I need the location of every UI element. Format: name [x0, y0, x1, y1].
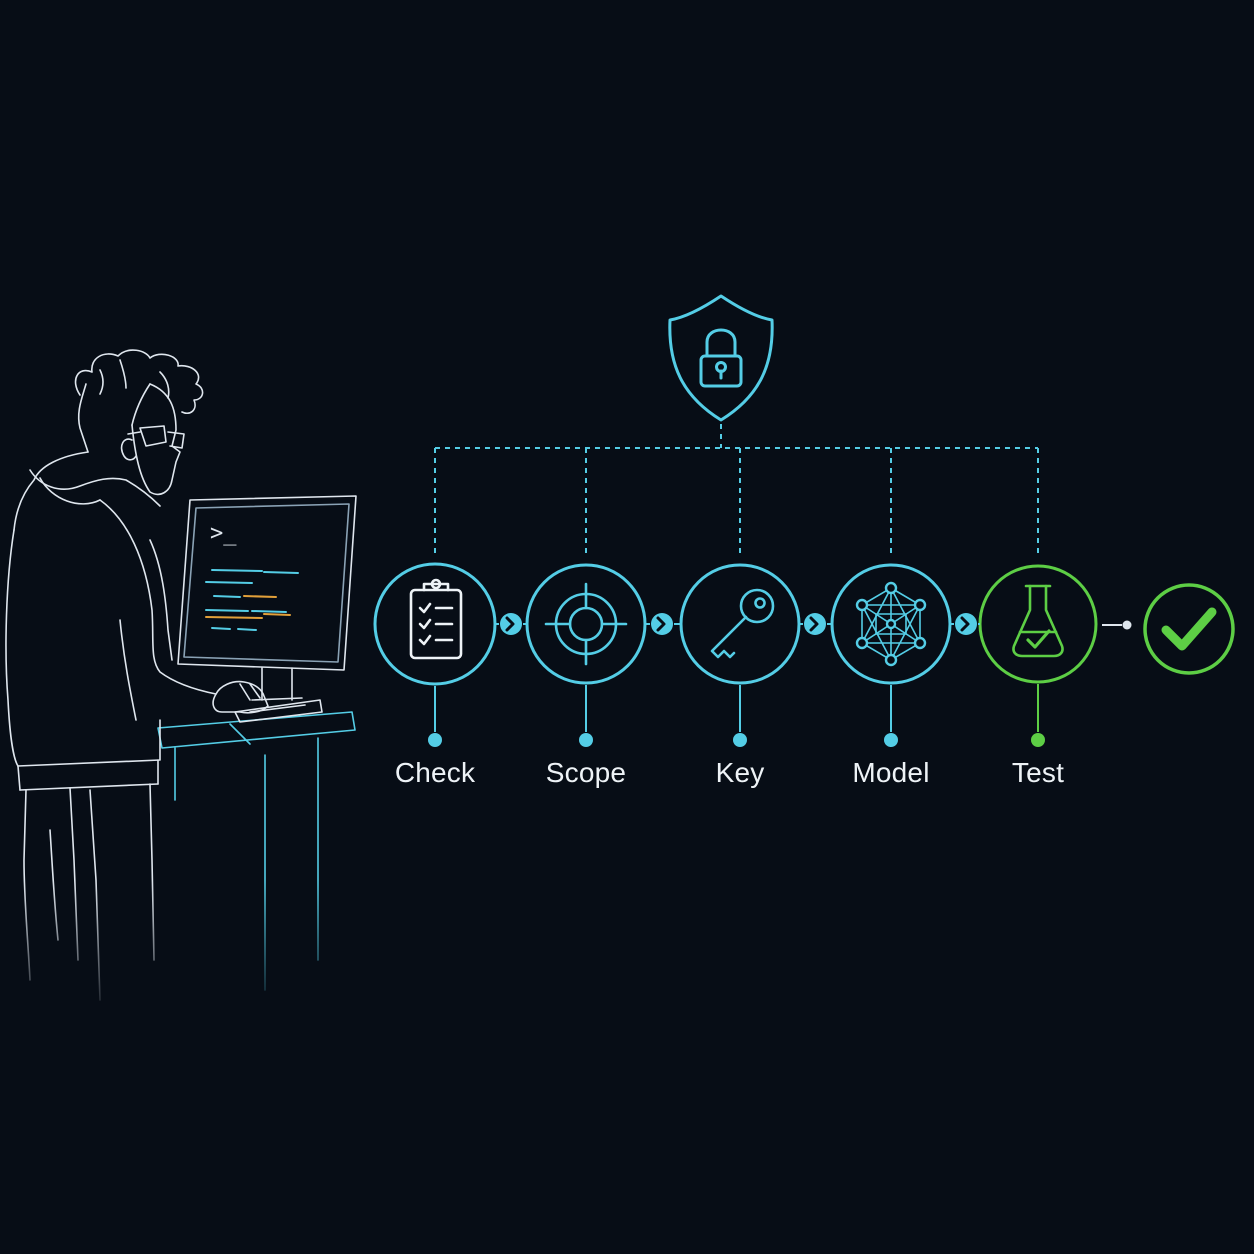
terminal-screen: >_	[205, 521, 299, 631]
chevron-right-icon	[951, 613, 980, 635]
final-connector	[1102, 620, 1132, 630]
step-node-check	[373, 562, 497, 747]
step-label-model: Model	[852, 757, 930, 788]
monitor-icon	[177, 495, 357, 701]
clipboard-checklist-icon	[409, 578, 463, 660]
chevron-right-icon	[646, 613, 680, 635]
chevron-right-icon	[496, 613, 526, 635]
step-label-test: Test	[1011, 757, 1065, 788]
terminal-prompt: >_	[210, 521, 237, 546]
flask-check-icon	[1012, 584, 1064, 658]
shield-lock-icon	[668, 294, 774, 422]
step-node-scope	[525, 563, 647, 747]
step-node-model	[830, 563, 952, 747]
network-graph-icon	[855, 581, 927, 667]
step-node-key	[679, 563, 801, 747]
person-at-computer-illustration: >_	[0, 349, 380, 1020]
dashed-connector-tree	[434, 424, 1039, 556]
crosshair-target-icon	[544, 582, 628, 666]
key-icon	[710, 588, 775, 659]
step-label-check: Check	[394, 757, 476, 788]
chevron-connectors	[496, 613, 980, 635]
person-head	[74, 349, 204, 496]
step-label-scope: Scope	[545, 757, 627, 788]
step-label-key: Key	[715, 757, 765, 788]
chevron-right-icon	[800, 613, 832, 635]
checkmark-circle-icon	[1143, 583, 1235, 675]
step-node-test	[978, 564, 1098, 747]
